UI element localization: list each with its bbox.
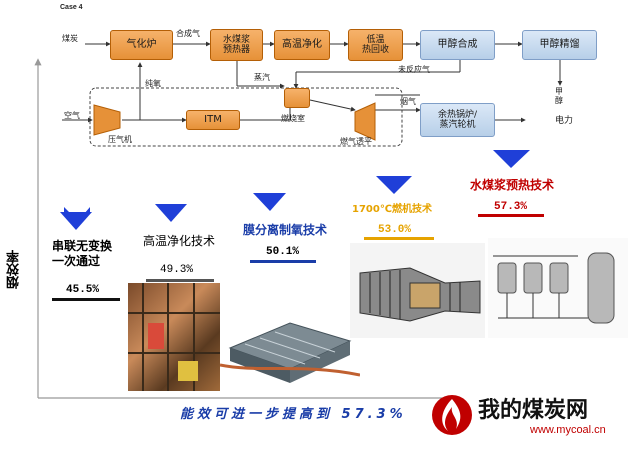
conclusion-text: 能效可进一步提高到 57.3% <box>180 407 407 422</box>
air-input-label: 空气 <box>64 111 80 120</box>
step1-title: 串联无变换 一次通过 <box>52 239 113 268</box>
slurry-preheater-unit: 水煤浆 预热器 <box>210 29 263 61</box>
power-output-label: 电力 <box>555 116 574 126</box>
watermark-url: www.mycoal.cn <box>530 424 606 436</box>
y-axis-label: 烟效率 <box>7 250 22 289</box>
step5-value: 57.3% <box>494 201 528 213</box>
step1-value: 45.5% <box>66 284 100 296</box>
step5-underline <box>478 214 544 217</box>
step3-title: 膜分离制氧技术 <box>243 223 328 237</box>
low-temp-heat-recovery-unit: 低温 热回收 <box>348 29 403 61</box>
methanol-output-label: 甲 醇 <box>555 87 563 105</box>
step-arrows <box>64 150 530 222</box>
hot-gas-cleanup-plant-photo <box>128 283 220 391</box>
step4-title: 1700℃燃机技术 <box>352 204 432 215</box>
step3-value: 50.1% <box>266 246 300 258</box>
step2-underline <box>146 279 214 282</box>
combustor-unit <box>284 88 310 108</box>
methanol-refining-unit: 甲醇精馏 <box>522 30 597 60</box>
unreacted-gas-label: 未反应气 <box>398 65 430 74</box>
itm-unit: ITM <box>186 110 240 130</box>
step3-underline <box>250 260 316 263</box>
gasifier-unit: 气化炉 <box>110 30 173 60</box>
compressor-label: 压气机 <box>108 135 132 144</box>
step4-underline <box>364 237 434 240</box>
step2-value: 49.3% <box>160 264 194 276</box>
step1-underline <box>52 298 120 301</box>
coal-input-label: 煤炭 <box>62 34 78 43</box>
gas-turbine-label: 燃气透平 <box>340 137 372 146</box>
hot-gas-cleanup-unit: 高温净化 <box>274 30 330 60</box>
membrane-module-illustration <box>220 303 360 388</box>
combustor-label: 燃烧室 <box>281 114 305 123</box>
syngas-label: 合成气 <box>176 29 200 38</box>
gas-turbine-shape <box>354 102 376 141</box>
compressor-shape <box>93 104 121 136</box>
steam-label: 蒸汽 <box>254 73 270 82</box>
step2-title: 高温净化技术 <box>143 234 216 248</box>
step4-value: 53.0% <box>378 224 412 236</box>
watermark-flame-logo <box>430 393 474 437</box>
step1-arrow <box>60 212 92 230</box>
pure-oxygen-label: 纯氧 <box>145 79 161 88</box>
hrsg-steam-turbine-unit: 余热锅炉/ 蒸汽轮机 <box>420 103 495 137</box>
flue-gas-label: 烟气 <box>400 97 416 106</box>
case-label: Case 4 <box>60 4 83 11</box>
methanol-synthesis-unit: 甲醇合成 <box>420 30 495 60</box>
step5-title: 水煤浆预热技术 <box>470 178 555 192</box>
process-flow-lines <box>62 41 563 147</box>
gas-turbine-illustration <box>350 243 485 338</box>
slurry-preheat-process-illustration <box>488 238 628 338</box>
watermark-site-name: 我的煤炭网 <box>478 398 589 423</box>
